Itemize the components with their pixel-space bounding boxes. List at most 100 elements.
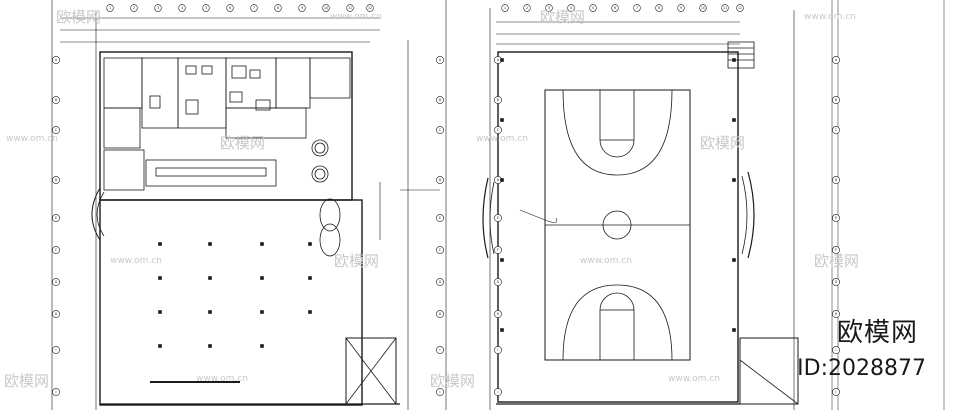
grid-bubble bbox=[436, 176, 444, 184]
grid-bubble bbox=[832, 96, 840, 104]
structural-column bbox=[158, 344, 162, 348]
grid-bubble bbox=[52, 278, 60, 286]
grid-bubble-label: A bbox=[835, 58, 838, 62]
watermark-url: www.om.cn bbox=[110, 256, 162, 266]
grid-bubble bbox=[545, 4, 553, 12]
grid-bubble-label: 12 bbox=[368, 6, 372, 10]
grid-bubble-label: 11 bbox=[348, 6, 352, 10]
grid-bubble-label: F bbox=[497, 248, 499, 252]
grid-bubble-label: C bbox=[835, 128, 838, 132]
structural-column bbox=[500, 58, 504, 62]
grid-bubble-label: B bbox=[439, 98, 441, 102]
watermark-soft: 欧模网 bbox=[430, 372, 476, 390]
grid-bubble-label: 1 bbox=[109, 6, 111, 10]
grid-bubble-label: I bbox=[56, 348, 57, 352]
watermark-soft: 欧模网 bbox=[4, 372, 50, 390]
watermark-soft: 欧模网 bbox=[56, 8, 102, 26]
grid-bubble-label: 10 bbox=[701, 6, 705, 10]
grid-bubble-label: D bbox=[439, 178, 442, 182]
grid-bubble bbox=[52, 176, 60, 184]
watermark-soft: 欧模网 bbox=[220, 134, 266, 152]
right-floor-plan bbox=[445, 0, 945, 410]
structural-column bbox=[500, 258, 504, 262]
structural-column bbox=[732, 178, 736, 182]
grid-bubble-label: 2 bbox=[133, 6, 135, 10]
grid-bubble bbox=[436, 56, 444, 64]
grid-bubble bbox=[154, 4, 162, 12]
structural-column bbox=[158, 310, 162, 314]
grid-axis-bubbles: ABCDEFGHIJABCDEFGHIJABCDEFGHIJABCDEFGHIJ… bbox=[52, 4, 840, 396]
grid-bubble bbox=[832, 278, 840, 286]
grid-bubble bbox=[52, 56, 60, 64]
structural-column bbox=[260, 310, 264, 314]
grid-bubble-label: H bbox=[55, 312, 58, 316]
grid-bubble bbox=[832, 388, 840, 396]
grid-bubble-label: J bbox=[497, 390, 499, 394]
watermark-url: www.om.cn bbox=[330, 12, 382, 22]
grid-bubble-label: E bbox=[835, 216, 837, 220]
grid-bubble-label: G bbox=[55, 280, 58, 284]
grid-bubble bbox=[699, 4, 707, 12]
structural-column bbox=[260, 242, 264, 246]
grid-bubble-label: E bbox=[497, 216, 499, 220]
grid-bubble bbox=[832, 56, 840, 64]
grid-bubble bbox=[832, 310, 840, 318]
structural-column bbox=[208, 276, 212, 280]
grid-bubble bbox=[52, 246, 60, 254]
grid-bubble bbox=[721, 4, 729, 12]
grid-bubble-label: B bbox=[497, 98, 499, 102]
grid-bubble-label: A bbox=[439, 58, 442, 62]
grid-bubble bbox=[436, 126, 444, 134]
grid-bubble-label: 3 bbox=[157, 6, 159, 10]
grid-bubble bbox=[633, 4, 641, 12]
grid-bubble bbox=[736, 4, 744, 12]
structural-columns bbox=[158, 58, 736, 348]
grid-bubble-label: 2 bbox=[526, 6, 528, 10]
grid-bubble bbox=[130, 4, 138, 12]
grid-bubble-label: F bbox=[439, 248, 441, 252]
structural-column bbox=[208, 344, 212, 348]
grid-bubble-label: E bbox=[55, 216, 57, 220]
structural-column bbox=[732, 258, 736, 262]
grid-bubble-label: F bbox=[55, 248, 57, 252]
grid-bubble bbox=[611, 4, 619, 12]
grid-bubble-label: 7 bbox=[636, 6, 638, 10]
grid-bubble bbox=[346, 4, 354, 12]
grid-bubble bbox=[832, 126, 840, 134]
grid-bubble-label: 1 bbox=[504, 6, 506, 10]
grid-bubble bbox=[52, 346, 60, 354]
watermark-url: www.om.cn bbox=[196, 374, 248, 384]
grid-bubble-label: G bbox=[835, 280, 838, 284]
grid-bubble bbox=[832, 176, 840, 184]
grid-bubble-label: 6 bbox=[614, 6, 616, 10]
grid-bubble bbox=[106, 4, 114, 12]
grid-bubble bbox=[832, 246, 840, 254]
grid-bubble bbox=[436, 96, 444, 104]
grid-bubble-label: B bbox=[835, 98, 837, 102]
grid-bubble bbox=[677, 4, 685, 12]
grid-bubble-label: I bbox=[498, 348, 499, 352]
structural-column bbox=[308, 276, 312, 280]
grid-bubble bbox=[436, 278, 444, 286]
watermark-soft: 欧模网 bbox=[814, 252, 860, 270]
grid-bubble bbox=[494, 246, 502, 254]
grid-bubble bbox=[202, 4, 210, 12]
structural-column bbox=[500, 328, 504, 332]
grid-bubble bbox=[52, 214, 60, 222]
grid-bubble bbox=[494, 126, 502, 134]
watermark-brand: 欧模网 bbox=[836, 318, 918, 348]
structural-column bbox=[260, 344, 264, 348]
watermark-soft: 欧模网 bbox=[334, 252, 380, 270]
grid-bubble bbox=[366, 4, 374, 12]
grid-bubble bbox=[832, 346, 840, 354]
grid-bubble-label: J bbox=[55, 390, 57, 394]
grid-bubble bbox=[436, 388, 444, 396]
grid-bubble-label: 5 bbox=[592, 6, 594, 10]
grid-bubble-label: H bbox=[439, 312, 442, 316]
grid-bubble-label: A bbox=[497, 58, 500, 62]
grid-bubble bbox=[655, 4, 663, 12]
grid-bubble bbox=[52, 388, 60, 396]
grid-bubble-label: G bbox=[439, 280, 442, 284]
